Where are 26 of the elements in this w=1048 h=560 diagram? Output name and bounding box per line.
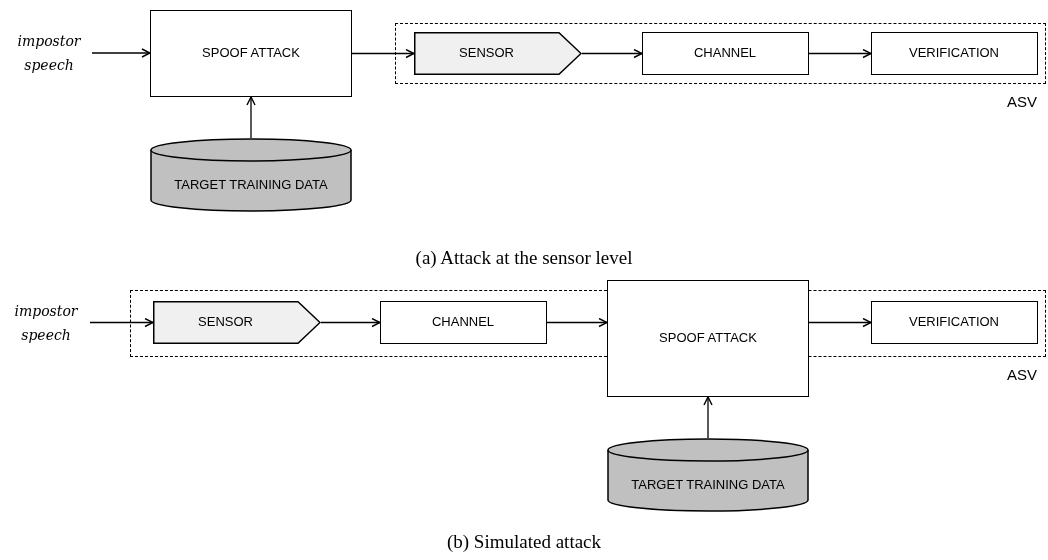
sensor-pentagon: SENSOR [413, 31, 582, 75]
arrow [320, 317, 381, 328]
arrow [808, 317, 872, 328]
figure-caption: (b) Simulated attack [446, 530, 602, 554]
input-label: impostor speech [13, 302, 79, 345]
arrow [351, 48, 415, 59]
process-box: SPOOF ATTACK [150, 10, 352, 97]
arrow [808, 48, 872, 59]
arrow [91, 48, 151, 58]
sensor-pentagon: SENSOR [152, 300, 321, 344]
process-box: CHANNEL [641, 31, 809, 75]
arrow [89, 317, 154, 328]
process-box: VERIFICATION [870, 31, 1038, 75]
arrow [246, 96, 256, 139]
group-label: ASV [1007, 93, 1037, 112]
arrow [703, 396, 713, 439]
figure-caption: (a) Attack at the sensor level [415, 246, 633, 270]
arrow [546, 317, 608, 328]
process-box: CHANNEL [379, 300, 547, 344]
database-cylinder: TARGET TRAINING DATA [150, 138, 352, 212]
arrow [581, 48, 643, 59]
database-cylinder: TARGET TRAINING DATA [607, 438, 809, 512]
process-box: SPOOF ATTACK [607, 280, 809, 397]
process-box: VERIFICATION [870, 300, 1038, 344]
group-label: ASV [1007, 366, 1037, 385]
input-label: impostor speech [16, 32, 82, 75]
